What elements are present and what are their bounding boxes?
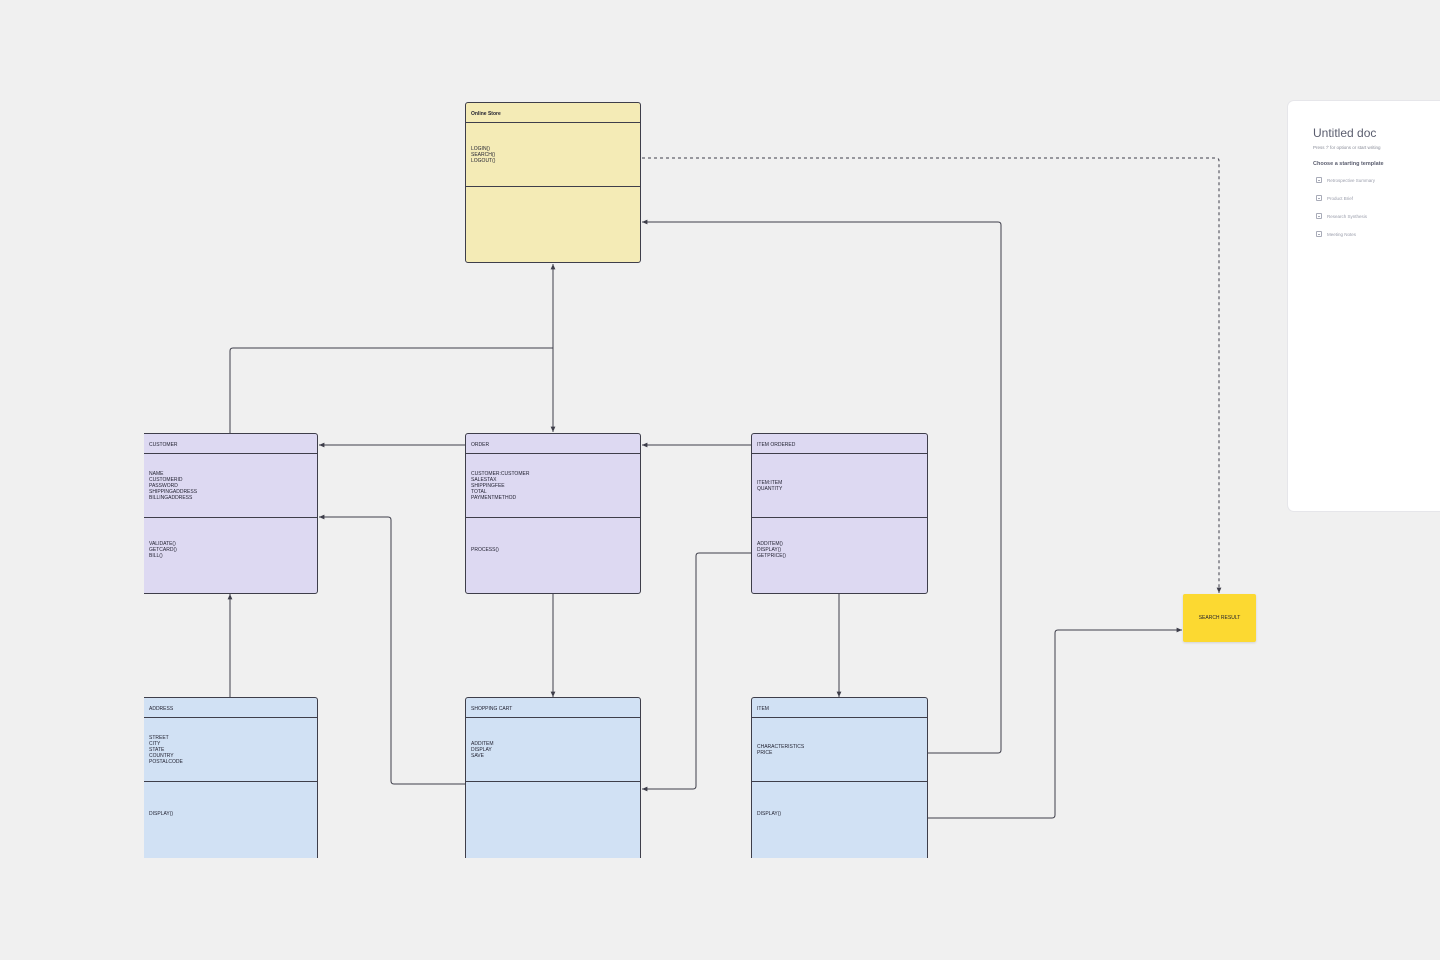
- connector-itemordered-cart: [642, 552, 751, 792]
- class-header: SHOPPING CART: [466, 698, 640, 718]
- class-attributes: ADDITEM DISPLAY SAVE: [466, 718, 640, 782]
- class-header: CUSTOMER: [144, 434, 317, 454]
- class-header: ITEM ORDERED: [752, 434, 927, 454]
- template-heading: Choose a starting template: [1313, 161, 1384, 167]
- document-icon: [1316, 231, 1322, 237]
- attributes-text: NAME CUSTOMERID PASSWORD SHIPPINGADDRESS…: [149, 471, 198, 501]
- connector-item-store: [642, 219, 1002, 754]
- class-operations: [466, 782, 640, 858]
- class-attributes: CUSTOMER:CUSTOMER SALESTAX SHIPPINGFEE T…: [466, 454, 640, 518]
- class-item-ordered[interactable]: ITEM ORDERED ITEM:ITEM QUANTITY ADDITEM(…: [751, 433, 928, 594]
- class-operations: DISPLAY(): [144, 782, 317, 858]
- template-meeting-notes[interactable]: Meeting Notes: [1316, 230, 1356, 238]
- clip-address: ADDRESS STREET CITY STATE COUNTRY POSTAL…: [144, 694, 324, 858]
- template-label: Retrospective Summary: [1327, 177, 1376, 183]
- attributes-text: ADDITEM DISPLAY SAVE: [471, 741, 494, 759]
- operations-text: DISPLAY(): [757, 811, 782, 817]
- class-operations: ADDITEM() DISPLAY() GETPRICE(): [752, 518, 927, 593]
- template-product-brief[interactable]: Product Brief: [1316, 194, 1353, 202]
- class-attributes: ITEM:ITEM QUANTITY: [752, 454, 927, 518]
- document-icon: [1316, 213, 1322, 219]
- search-result-note[interactable]: SEARCH RESULT: [1183, 594, 1256, 642]
- template-retrospective-summary[interactable]: Retrospective Summary: [1316, 176, 1375, 184]
- template-label: Meeting Notes: [1327, 231, 1357, 237]
- class-customer[interactable]: CUSTOMER NAME CUSTOMERID PASSWORD SHIPPI…: [144, 433, 318, 594]
- class-operations: DISPLAY(): [752, 782, 927, 858]
- search-result-label: SEARCH RESULT: [1198, 615, 1241, 621]
- class-name: CUSTOMER: [149, 442, 178, 448]
- class-name: ORDER: [471, 442, 490, 448]
- template-label: Research Synthesis: [1327, 213, 1368, 219]
- operations-text: PROCESS(): [471, 547, 499, 553]
- document-icon: [1316, 195, 1322, 201]
- operations-text: VALIDATE() GETCARD() BILL(): [149, 541, 177, 559]
- doc-hint[interactable]: Press '/' for options or start writing: [1313, 145, 1381, 150]
- class-header: ADDRESS: [144, 698, 317, 718]
- class-operations: PROCESS(): [466, 518, 640, 593]
- doc-panel: Untitled doc Press '/' for options or st…: [1288, 101, 1440, 511]
- connector-item-search: [928, 627, 1182, 819]
- clip-item: ITEM CHARACTERISTICS PRICE DISPLAY(): [746, 694, 933, 858]
- connector-store-search-dashed: [642, 157, 1222, 593]
- class-name: ITEM ORDERED: [757, 442, 796, 448]
- class-header: ITEM: [752, 698, 927, 718]
- operations-text: DISPLAY(): [149, 811, 174, 817]
- document-icon: [1316, 177, 1322, 183]
- class-operations: VALIDATE() GETCARD() BILL(): [144, 518, 317, 593]
- operations-text: ADDITEM() DISPLAY() GETPRICE(): [757, 541, 786, 559]
- template-label: Product Brief: [1327, 195, 1354, 201]
- attributes-text: CHARACTERISTICS PRICE: [757, 744, 805, 756]
- class-attributes: STREET CITY STATE COUNTRY POSTALCODE: [144, 718, 317, 782]
- class-empty-section: [466, 187, 640, 262]
- attributes-text: STREET CITY STATE COUNTRY POSTALCODE: [149, 735, 183, 765]
- connector-customer-store: [229, 347, 553, 433]
- class-operations: LOGIN() SEARCH() LOGOUT(): [466, 123, 640, 187]
- class-shopping-cart[interactable]: SHOPPING CART ADDITEM DISPLAY SAVE: [465, 697, 641, 858]
- clip-shopping-cart: SHOPPING CART ADDITEM DISPLAY SAVE: [460, 694, 646, 858]
- class-header: ORDER: [466, 434, 640, 454]
- doc-title[interactable]: Untitled doc: [1313, 126, 1377, 140]
- connector-cart-customer: [319, 514, 465, 785]
- class-address[interactable]: ADDRESS STREET CITY STATE COUNTRY POSTAL…: [144, 697, 318, 858]
- class-name: ADDRESS: [149, 706, 174, 712]
- class-attributes: NAME CUSTOMERID PASSWORD SHIPPINGADDRESS…: [144, 454, 317, 518]
- operations-text: LOGIN() SEARCH() LOGOUT(): [471, 146, 496, 164]
- class-order[interactable]: ORDER CUSTOMER:CUSTOMER SALESTAX SHIPPIN…: [465, 433, 641, 594]
- class-item[interactable]: ITEM CHARACTERISTICS PRICE DISPLAY(): [751, 697, 928, 858]
- class-header: Online Store: [466, 103, 640, 123]
- class-attributes: CHARACTERISTICS PRICE: [752, 718, 927, 782]
- clip-customer: CUSTOMER NAME CUSTOMERID PASSWORD SHIPPI…: [144, 430, 324, 600]
- class-name: SHOPPING CART: [471, 706, 513, 712]
- template-research-synthesis[interactable]: Research Synthesis: [1316, 212, 1367, 220]
- attributes-text: CUSTOMER:CUSTOMER SALESTAX SHIPPINGFEE T…: [471, 471, 530, 501]
- attributes-text: ITEM:ITEM QUANTITY: [757, 480, 783, 492]
- class-name: ITEM: [757, 706, 769, 712]
- class-name: Online Store: [471, 111, 501, 117]
- class-online-store[interactable]: Online Store LOGIN() SEARCH() LOGOUT(): [465, 102, 641, 263]
